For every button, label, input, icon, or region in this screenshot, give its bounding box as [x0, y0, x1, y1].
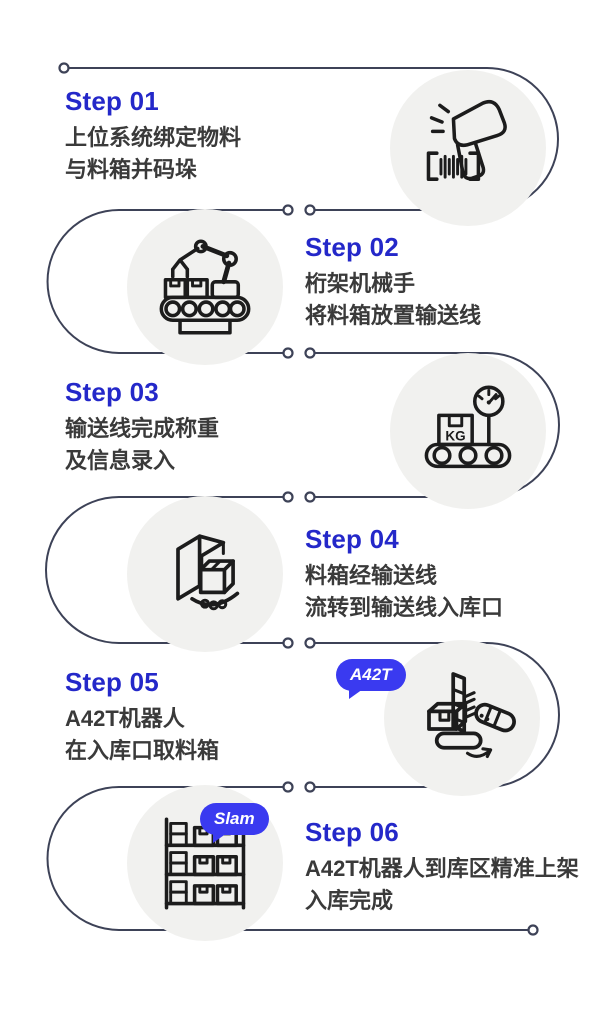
connector-node	[527, 924, 539, 936]
step-3-line-1: 输送线完成称重	[65, 416, 220, 441]
step-2-line-2: 将料箱放置输送线	[305, 303, 482, 328]
step-5-label: Step 05	[65, 667, 159, 697]
step-1-icon-circle	[390, 70, 546, 226]
step-3-description: 输送线完成称重 及信息录入	[65, 413, 219, 477]
step-2-line-1: 桁架机械手	[305, 271, 416, 296]
connector-node	[282, 204, 294, 216]
step-4-icon-circle	[127, 496, 283, 652]
step-4-description: 料箱经输送线 流转到输送线入库口	[305, 560, 503, 624]
step-5-icon-circle	[384, 640, 540, 796]
slam-badge-text: Slam	[214, 809, 255, 828]
step-5-line-1: A42T机器人	[65, 706, 185, 731]
step-1-line-1: 上位系统绑定物料	[65, 125, 242, 150]
barcode-scanner-icon	[426, 99, 507, 181]
step-4-line-2: 流转到输送线入库口	[305, 595, 504, 620]
step-6-label: Step 06	[305, 817, 399, 847]
connector-node	[58, 62, 70, 74]
step-2-label: Step 02	[305, 232, 399, 262]
connector-node	[304, 781, 316, 793]
step-6-line-2: 入库完成	[305, 888, 394, 913]
connector-node	[282, 781, 294, 793]
connector-node	[282, 491, 294, 503]
connector-segment-5	[310, 642, 560, 788]
kg-label: KG	[445, 428, 465, 443]
step-6-line-1: A42T机器人到库区精准上架	[305, 856, 579, 881]
step-4-label: Step 04	[305, 524, 399, 554]
robotic-arm-conveyor-icon	[159, 239, 251, 335]
connector-node	[282, 637, 294, 649]
connector-node	[304, 204, 316, 216]
slam-badge: Slam	[200, 803, 269, 843]
step-3-icon-circle: KG	[390, 353, 546, 509]
connector-segment-2	[46, 209, 288, 354]
step-5-line-2: 在入库口取料箱	[65, 738, 220, 763]
step-2-description: 桁架机械手 将料箱放置输送线	[305, 268, 481, 332]
a42t-badge: A42T	[336, 659, 406, 699]
conveyor-gate-machine-icon	[176, 534, 240, 611]
step-6-description: A42T机器人到库区精准上架 入库完成	[305, 853, 579, 917]
step-3-label: Step 03	[65, 377, 159, 407]
connector-node	[304, 491, 316, 503]
connector-segment-4	[45, 496, 288, 644]
step-1-label: Step 01	[65, 86, 159, 116]
step-5-description: A42T机器人 在入库口取料箱	[65, 703, 219, 767]
a42t-badge-text: A42T	[350, 665, 392, 684]
connector-segment-6	[46, 786, 533, 931]
connector-node	[304, 347, 316, 359]
connector-node	[304, 637, 316, 649]
connector-node	[282, 347, 294, 359]
step-3-line-2: 及信息录入	[65, 448, 176, 473]
step-2-icon-circle	[127, 209, 283, 365]
step-4-line-1: 料箱经输送线	[305, 563, 438, 588]
step-1-line-2: 与料箱并码垛	[65, 157, 198, 182]
a42t-robot-conveyor-icon	[427, 672, 516, 759]
step-1-description: 上位系统绑定物料 与料箱并码垛	[65, 122, 241, 186]
conveyor-weighing-scale-icon: KG	[424, 385, 512, 469]
